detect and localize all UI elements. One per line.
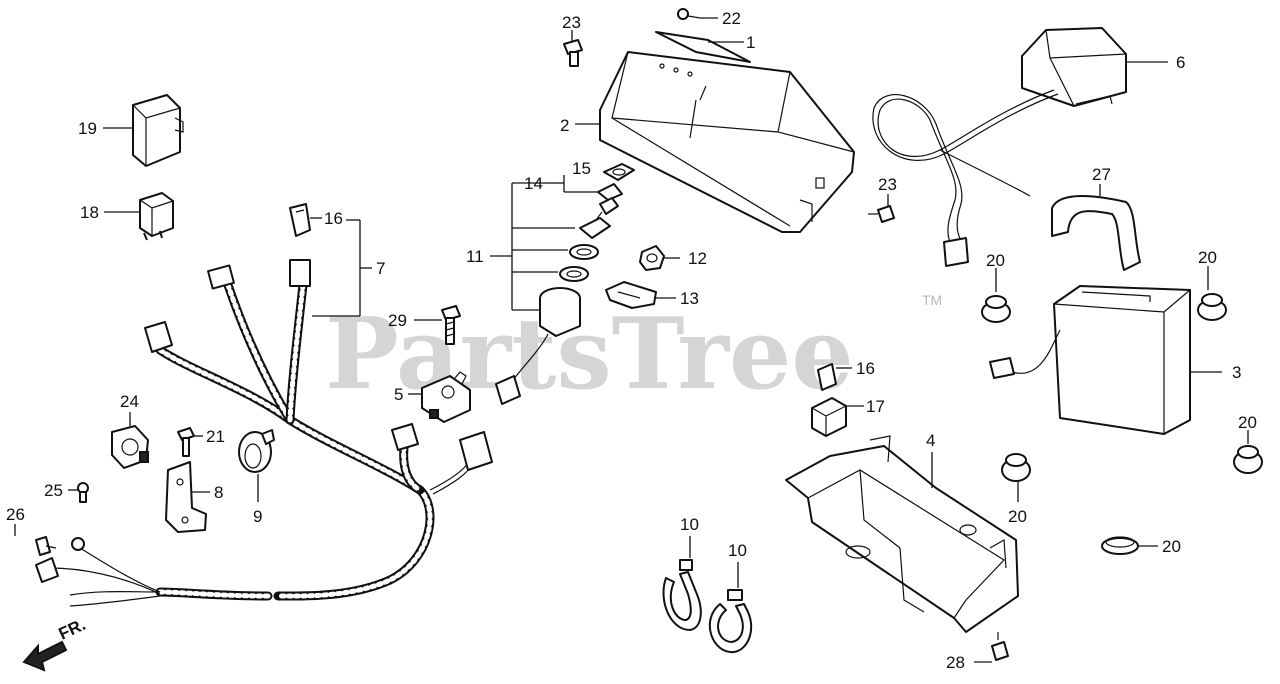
callout-18[interactable]: 18 (80, 203, 99, 222)
part-4-battery-tray[interactable] (785, 435, 1019, 633)
part-15-key-cover[interactable] (603, 163, 635, 181)
callout-11[interactable]: 11 (466, 247, 484, 266)
callout-16b[interactable]: 16 (856, 359, 875, 378)
part-20-grommet-c[interactable] (1233, 445, 1263, 474)
part-21-bolt[interactable] (177, 427, 195, 457)
part-20-grommet-e[interactable] (1101, 536, 1139, 555)
part-17-fuse-box[interactable] (811, 397, 847, 437)
watermark-trademark: TM (922, 292, 942, 308)
svg-text:FR.: FR. (56, 615, 89, 644)
callout-27[interactable]: 27 (1092, 165, 1111, 184)
ignition-switch-body[interactable] (495, 287, 581, 405)
part-24-clamp[interactable] (111, 425, 149, 469)
callout-26[interactable]: 26 (6, 505, 25, 524)
part-23-bolt-mid[interactable] (868, 205, 895, 223)
callout-1[interactable]: 1 (746, 33, 755, 52)
callout-13[interactable]: 13 (680, 289, 699, 308)
part-19-relay[interactable] (132, 94, 184, 167)
callout-7[interactable]: 7 (376, 259, 385, 278)
part-10-clamp-b[interactable] (708, 589, 753, 654)
part-28-bolt[interactable] (991, 632, 1009, 661)
callout-14[interactable]: 14 (524, 174, 543, 193)
watermark: PartsTree (325, 297, 854, 412)
callout-5[interactable]: 5 (394, 385, 403, 404)
part-10-clamp-a[interactable] (662, 559, 702, 631)
part-23-bolt-top[interactable] (563, 39, 583, 67)
callout-20a[interactable]: 20 (986, 251, 1005, 270)
callout-10a[interactable]: 10 (680, 515, 699, 534)
part-11-switch-parts[interactable] (559, 217, 611, 282)
callout-3[interactable]: 3 (1232, 363, 1241, 382)
callout-28[interactable]: 28 (946, 653, 965, 672)
part-29-bolt[interactable] (441, 305, 461, 345)
callout-21[interactable]: 21 (206, 427, 225, 446)
part-25-screw[interactable] (77, 482, 89, 503)
callout-23a[interactable]: 23 (562, 13, 581, 32)
part-22-screw[interactable] (677, 8, 701, 20)
callout-23b[interactable]: 23 (878, 175, 897, 194)
callout-16a[interactable]: 16 (324, 209, 343, 228)
callout-17[interactable]: 17 (866, 397, 885, 416)
part-27-strap[interactable] (1051, 195, 1141, 271)
part-5-switch[interactable] (421, 371, 471, 423)
callout-29[interactable]: 29 (388, 311, 407, 330)
part-12-grommet[interactable] (639, 245, 665, 271)
part-18-relay[interactable] (139, 192, 174, 241)
callout-12[interactable]: 12 (688, 249, 707, 268)
callout-19[interactable]: 19 (78, 119, 97, 138)
callout-20e[interactable]: 20 (1162, 537, 1181, 556)
part-20-grommet-a[interactable] (981, 295, 1011, 323)
part-26-screw[interactable] (35, 536, 57, 556)
callout-20c[interactable]: 20 (1238, 413, 1257, 432)
part-20-grommet-d[interactable] (1001, 453, 1031, 482)
callout-15[interactable]: 15 (572, 159, 591, 178)
part-20-grommet-b[interactable] (1197, 293, 1227, 321)
part-16-fuse[interactable] (289, 203, 311, 237)
part-14-keys[interactable] (595, 183, 623, 221)
part-6-box-assembly[interactable] (872, 27, 1127, 267)
callout-20d[interactable]: 20 (1008, 507, 1027, 526)
callout-9[interactable]: 9 (253, 507, 262, 526)
callout-25[interactable]: 25 (44, 481, 63, 500)
part-1-plate[interactable] (655, 31, 751, 63)
callout-22[interactable]: 22 (722, 9, 741, 28)
callout-2[interactable]: 2 (560, 116, 569, 135)
part-3-battery[interactable] (989, 285, 1191, 435)
part-13-plate[interactable] (605, 281, 657, 309)
callout-10b[interactable]: 10 (728, 541, 747, 560)
front-direction-arrow: FR. (22, 615, 89, 672)
callout-24[interactable]: 24 (120, 392, 139, 411)
callout-6[interactable]: 6 (1176, 53, 1185, 72)
callout-20b[interactable]: 20 (1198, 248, 1217, 267)
part-7-wire-harness[interactable] (35, 259, 493, 607)
callout-8[interactable]: 8 (214, 483, 223, 502)
part-16-fuse-right[interactable] (817, 363, 837, 391)
part-2-cover[interactable] (599, 51, 855, 233)
callout-4[interactable]: 4 (926, 431, 935, 450)
part-8-bracket[interactable] (165, 461, 207, 533)
part-9-grommet[interactable] (238, 429, 275, 473)
